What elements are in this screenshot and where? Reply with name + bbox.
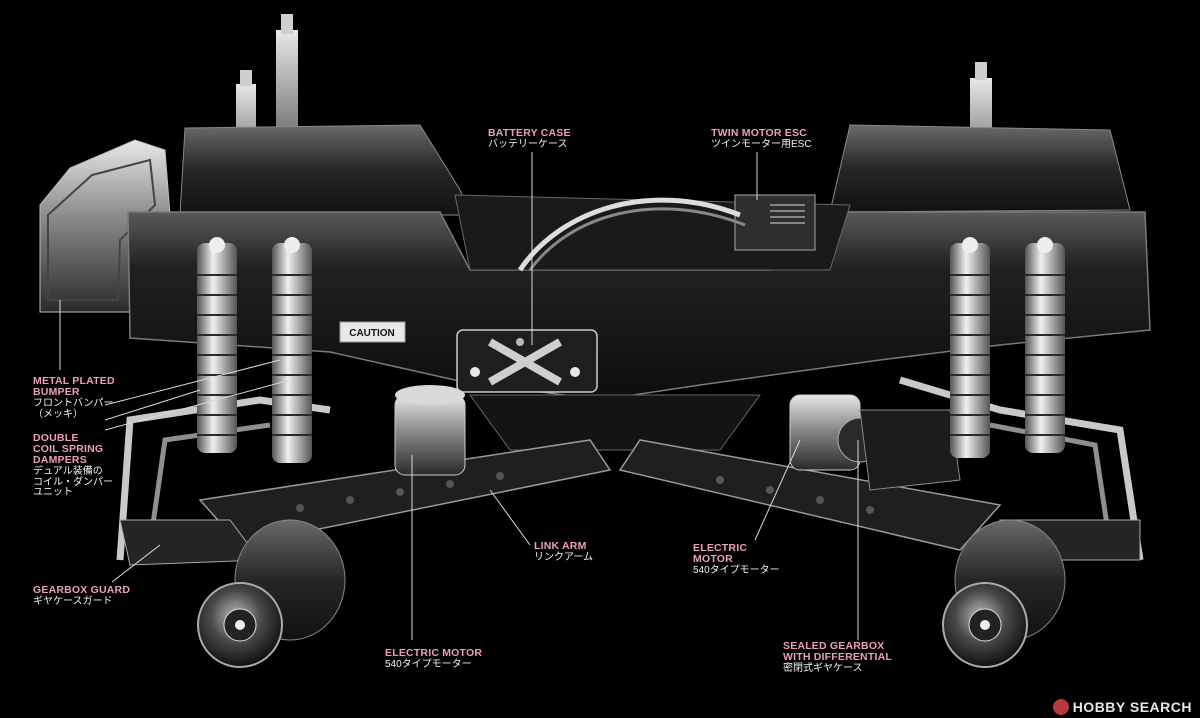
label-sealed-gearbox-en: SEALED GEARBOX WITH DIFFERENTIAL (783, 640, 892, 664)
label-double-coil-spring-dampers-en: DOUBLE COIL SPRING DAMPERS (33, 432, 104, 467)
damper-rear-right-inner (950, 237, 990, 458)
right-gearbox (859, 409, 961, 491)
left-upper-housing (179, 124, 471, 216)
label-sealed-gearbox-jp: 密閉式ギヤケース (783, 663, 863, 675)
label-double-coil-spring-dampers: DOUBLE COIL SPRING DAMPERS デュアル装備の コイル・ダ… (33, 432, 113, 499)
label-metal-plated-bumper-en: METAL PLATED BUMPER (33, 375, 115, 399)
label-gearbox-guard-en: GEARBOX GUARD (33, 584, 131, 596)
right-upper-housing (829, 124, 1131, 213)
label-link-arm-en: LINK ARM (534, 540, 587, 552)
label-metal-plated-bumper: METAL PLATED BUMPER フロントバンパー （メッキ） (33, 375, 115, 420)
label-metal-plated-bumper-jp: フロントバンパー （メッキ） (33, 398, 114, 420)
hobby-search-logo-icon (1052, 699, 1069, 715)
label-battery-case-en: BATTERY CASE (488, 127, 571, 139)
watermark: HOBBY SEARCH (1052, 699, 1192, 715)
watermark-text: HOBBY SEARCH (1072, 699, 1192, 715)
label-twin-motor-esc-jp: ツインモーター用ESC (711, 139, 812, 151)
label-electric-motor-center-en: ELECTRIC MOTOR (385, 647, 483, 659)
label-double-coil-spring-dampers-jp: デュアル装備の コイル・ダンパー ユニット (33, 466, 113, 499)
damper-rear-right-outer (1025, 237, 1065, 453)
label-battery-case-jp: バッテリーケース (488, 139, 568, 151)
label-battery-case: BATTERY CASE バッテリーケース (488, 127, 571, 151)
label-gearbox-guard: GEARBOX GUARD ギヤケースガード (33, 584, 131, 608)
label-twin-motor-esc: TWIN MOTOR ESC ツインモーター用ESC (711, 127, 812, 151)
caution-plate (339, 321, 406, 343)
damper-front-left-inner (272, 237, 312, 463)
right-axle-hub (942, 519, 1066, 668)
caution-plate-text: CAUTION (349, 328, 395, 339)
label-electric-motor-center-jp: 540タイプモーター (385, 659, 472, 671)
esc-wires (517, 197, 741, 272)
label-electric-motor-right: ELECTRIC MOTOR 540タイプモーター (693, 542, 780, 577)
label-electric-motor-center: ELECTRIC MOTOR 540タイプモーター (385, 647, 483, 671)
left-axle-hub (197, 519, 346, 668)
label-electric-motor-right-jp: 540タイプモーター (693, 565, 780, 577)
label-link-arm: LINK ARM リンクアーム (534, 540, 594, 564)
label-electric-motor-right-en: ELECTRIC MOTOR (693, 542, 748, 566)
center-electric-motor (394, 385, 466, 476)
label-sealed-gearbox: SEALED GEARBOX WITH DIFFERENTIAL 密閉式ギヤケー… (783, 640, 892, 675)
leader-lines (59, 152, 859, 640)
damper-front-left-outer (197, 237, 237, 453)
label-gearbox-guard-jp: ギヤケースガード (33, 596, 113, 608)
label-twin-motor-esc-en: TWIN MOTOR ESC (711, 127, 807, 139)
label-link-arm-jp: リンクアーム (534, 552, 594, 564)
